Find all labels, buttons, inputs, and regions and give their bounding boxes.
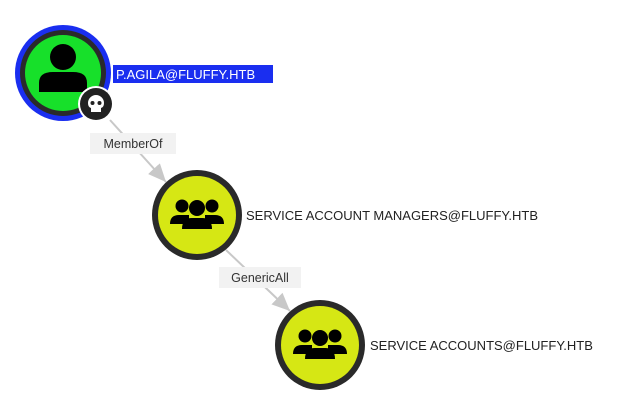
node-group-service-account-managers[interactable]: SERVICE ACCOUNT MANAGERS@FLUFFY.HTB xyxy=(152,170,538,260)
owned-skull-icon xyxy=(78,86,114,122)
node-label: P.AGILA@FLUFFY.HTB xyxy=(116,67,255,82)
edge-label: MemberOf xyxy=(103,137,163,151)
edge-label: GenericAll xyxy=(231,271,289,285)
node-group-service-accounts[interactable]: SERVICE ACCOUNTS@FLUFFY.HTB xyxy=(275,300,593,390)
node-label: SERVICE ACCOUNTS@FLUFFY.HTB xyxy=(370,338,593,353)
node-user-p-agila[interactable]: P.AGILA@FLUFFY.HTB xyxy=(15,25,273,122)
edge-genericall[interactable]: GenericAll xyxy=(219,249,301,312)
node-label: SERVICE ACCOUNT MANAGERS@FLUFFY.HTB xyxy=(246,208,538,223)
edge-memberof[interactable]: MemberOf xyxy=(90,119,176,183)
